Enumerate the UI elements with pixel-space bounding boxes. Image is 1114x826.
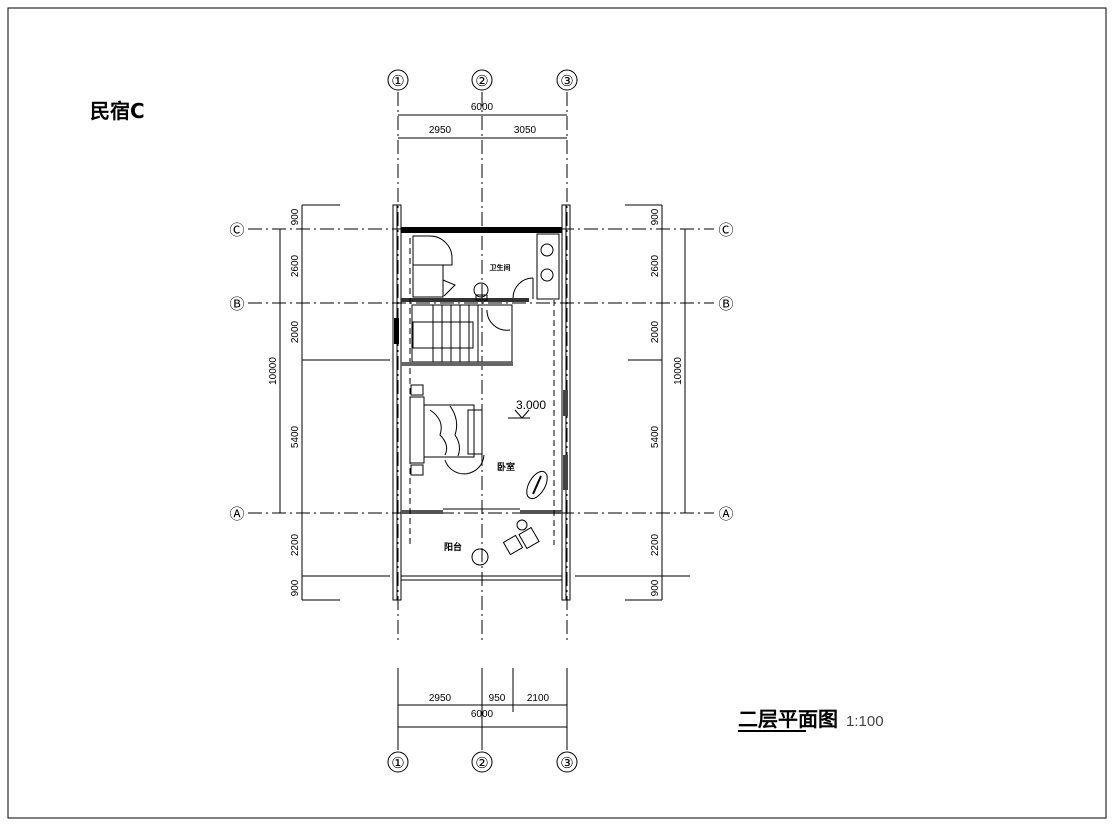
svg-text:①: ① bbox=[391, 72, 404, 90]
elevation-mark: 3.000 bbox=[516, 398, 546, 412]
svg-text:①: ① bbox=[391, 754, 404, 772]
row-axis-labels: Ⓒ Ⓑ Ⓐ Ⓒ Ⓑ Ⓐ bbox=[229, 221, 733, 523]
svg-text:Ⓑ: Ⓑ bbox=[718, 295, 733, 313]
sheet-title: 民宿C bbox=[90, 99, 145, 123]
svg-text:Ⓒ: Ⓒ bbox=[718, 221, 733, 239]
bathroom: 卫生间 bbox=[412, 233, 560, 301]
svg-text:2100: 2100 bbox=[527, 693, 550, 704]
drawing-scale: 1:100 bbox=[846, 713, 884, 730]
svg-text:900: 900 bbox=[650, 579, 661, 596]
svg-text:5400: 5400 bbox=[290, 425, 301, 448]
svg-text:2600: 2600 bbox=[290, 254, 301, 277]
left-dimensions: 900 2600 2000 5400 2200 900 10000 bbox=[268, 204, 390, 601]
svg-text:5400: 5400 bbox=[650, 425, 661, 448]
svg-text:2200: 2200 bbox=[290, 533, 301, 556]
svg-text:2600: 2600 bbox=[650, 254, 661, 277]
svg-text:③: ③ bbox=[560, 754, 573, 772]
svg-text:6000: 6000 bbox=[471, 102, 494, 113]
room-label-bathroom: 卫生间 bbox=[490, 263, 511, 272]
bottom-dimensions: 2950 950 2100 6000 bbox=[398, 668, 567, 728]
svg-text:900: 900 bbox=[290, 579, 301, 596]
svg-text:10000: 10000 bbox=[673, 357, 684, 385]
balcony: 阳台 bbox=[444, 519, 540, 566]
right-dimensions: 900 2600 2000 5400 2200 900 10000 bbox=[575, 204, 690, 601]
drawing-frame bbox=[7, 7, 1107, 819]
drawing-title: 二层平面图 bbox=[738, 707, 838, 731]
staircase bbox=[401, 304, 513, 366]
walls bbox=[392, 204, 571, 601]
svg-text:Ⓐ: Ⓐ bbox=[229, 505, 244, 523]
top-dimensions: 6000 2950 3050 bbox=[398, 102, 567, 139]
axis-grid bbox=[248, 92, 714, 750]
svg-text:2950: 2950 bbox=[429, 693, 452, 704]
column-axis-labels: ① ② ③ ① ② ③ bbox=[387, 69, 578, 773]
svg-text:2200: 2200 bbox=[650, 533, 661, 556]
svg-text:②: ② bbox=[475, 72, 488, 90]
svg-text:Ⓐ: Ⓐ bbox=[718, 505, 733, 523]
svg-text:2950: 2950 bbox=[429, 125, 452, 136]
svg-text:②: ② bbox=[475, 754, 488, 772]
room-label-balcony: 阳台 bbox=[444, 541, 462, 553]
svg-text:900: 900 bbox=[650, 208, 661, 225]
bedroom: 卧室 3.000 bbox=[409, 384, 548, 500]
svg-text:10000: 10000 bbox=[268, 357, 279, 385]
svg-text:Ⓑ: Ⓑ bbox=[229, 295, 244, 313]
svg-text:900: 900 bbox=[290, 208, 301, 225]
svg-text:③: ③ bbox=[560, 72, 573, 90]
svg-text:6000: 6000 bbox=[471, 709, 494, 720]
svg-text:3050: 3050 bbox=[514, 125, 537, 136]
svg-text:Ⓒ: Ⓒ bbox=[229, 221, 244, 239]
room-label-bedroom: 卧室 bbox=[497, 461, 515, 473]
svg-text:2000: 2000 bbox=[290, 320, 301, 343]
svg-text:950: 950 bbox=[489, 693, 506, 704]
svg-text:2000: 2000 bbox=[650, 320, 661, 343]
